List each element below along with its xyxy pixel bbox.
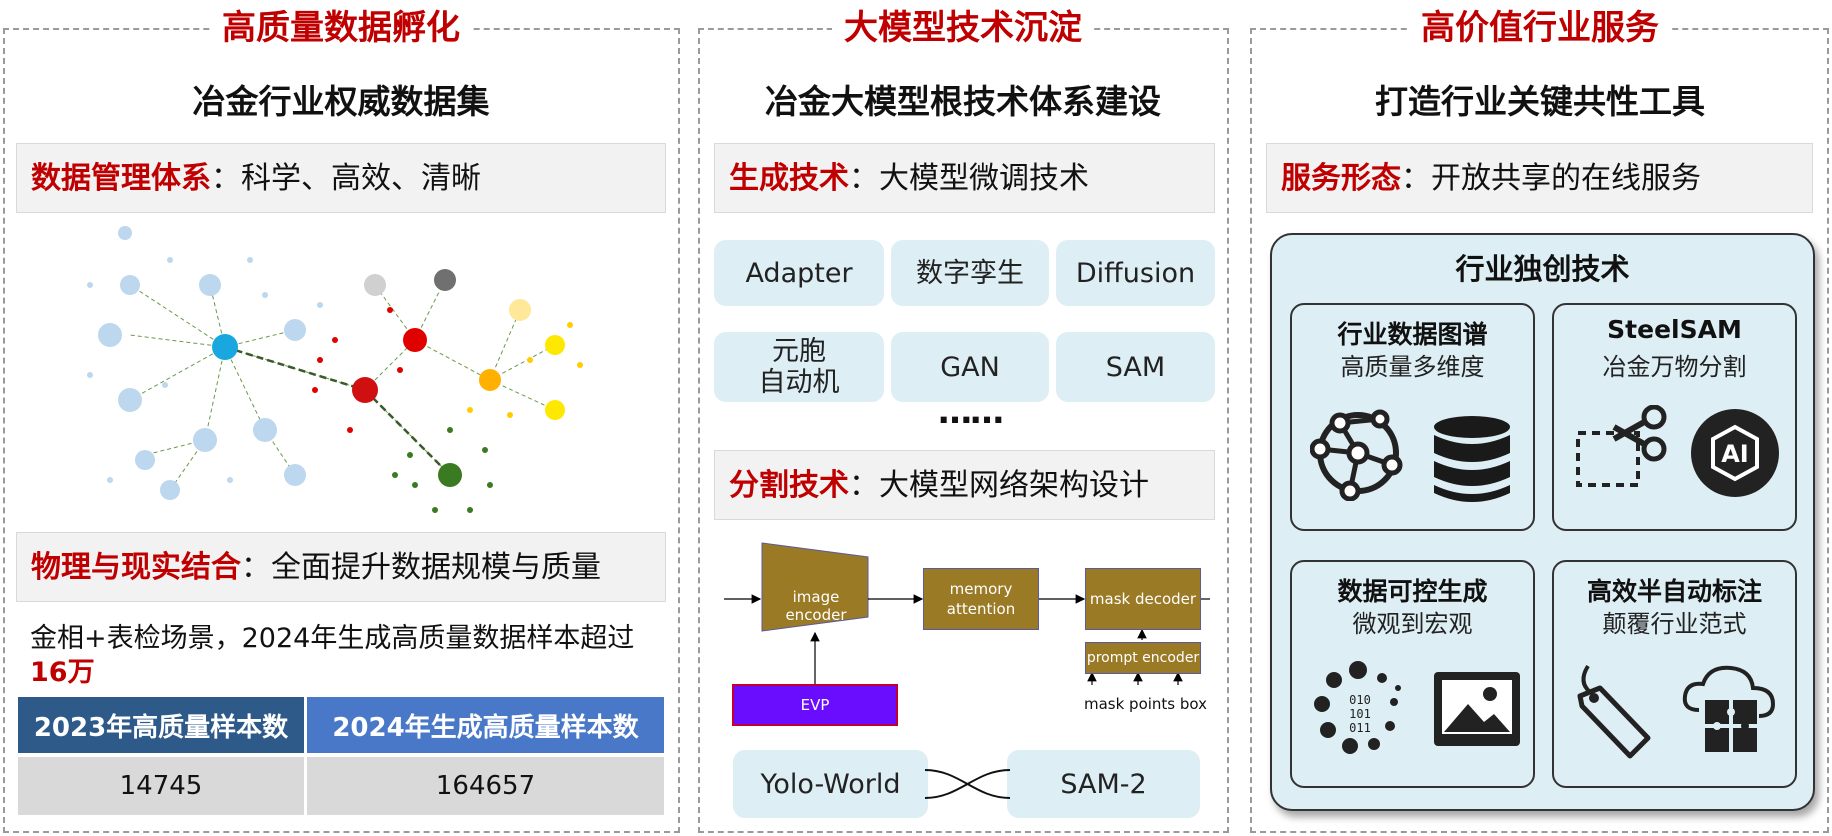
evp-box: EVP — [732, 684, 898, 726]
service-box-controlled-generation: 数据可控生成 微观到宏观 010 101 011 — [1290, 560, 1535, 788]
database-icon — [1434, 416, 1510, 502]
scissors-crop-icon — [1576, 405, 1667, 487]
table-value-2024: 164657 — [307, 757, 664, 815]
svg-text:011: 011 — [1349, 721, 1371, 735]
mask-decoder-box: mask decoder — [1085, 568, 1201, 630]
svg-text:101: 101 — [1349, 707, 1371, 721]
chip-cellular-automaton: 元胞 自动机 — [714, 332, 884, 402]
service-title: 高效半自动标注 — [1586, 577, 1762, 606]
svg-text:010: 010 — [1349, 693, 1371, 707]
band-text: ：科学、高效、清晰 — [211, 161, 481, 196]
chip-gan: GAN — [891, 332, 1049, 402]
chip-adapter: Adapter — [714, 240, 884, 306]
chip-sam-2: SAM-2 — [1007, 750, 1200, 818]
sample-note-text: 金相+表检场景，2024年生成高质量数据样本超过 — [30, 623, 635, 654]
tag-icon — [1577, 664, 1651, 759]
left-panel-header: 高质量数据孵化 — [210, 8, 472, 48]
middle-panel-subtitle: 冶金大模型根技术体系建设 — [765, 82, 1161, 121]
chip-digital-twin: 数字孪生 — [891, 240, 1049, 306]
left-band-physics-reality: 物理与现实结合：全面提升数据规模与质量 — [16, 532, 666, 602]
service-title: 行业数据图谱 — [1337, 320, 1488, 349]
chip-sam: SAM — [1056, 332, 1215, 402]
right-panel-header: 高价值行业服务 — [1409, 8, 1671, 48]
table-value-2023: 14745 — [18, 757, 304, 815]
service-subtitle: 微观到宏观 — [1352, 610, 1473, 638]
service-subtitle: 冶金万物分割 — [1602, 353, 1747, 381]
image-icon — [1434, 672, 1520, 746]
knowledge-graph-icon — [1310, 409, 1403, 501]
band-text: ：全面提升数据规模与质量 — [241, 550, 601, 585]
right-band-service-form: 服务形态：开放共享的在线服务 — [1266, 143, 1813, 213]
middle-band-generation: 生成技术：大模型微调技术 — [714, 143, 1215, 213]
image-encoder-shape — [761, 542, 869, 632]
service-title: SteelSAM — [1607, 315, 1742, 344]
binary-dots-icon: 010 101 011 — [1314, 661, 1401, 754]
right-panel-subtitle: 打造行业关键共性工具 — [1375, 82, 1705, 121]
chip-diffusion: Diffusion — [1056, 240, 1215, 306]
ellipsis: …… — [938, 392, 1004, 432]
svg-text:AI: AI — [1721, 440, 1749, 468]
sample-note: 金相+表检场景，2024年生成高质量数据样本超过 16万 — [30, 622, 670, 690]
band-text: ：大模型网络架构设计 — [849, 468, 1149, 503]
prompt-encoder-box: prompt encoder — [1085, 642, 1201, 674]
ai-chip-icon: AI — [1691, 409, 1779, 497]
memory-attention-box: memory attention — [923, 568, 1039, 630]
link-connector-icon — [925, 769, 1010, 799]
band-text: ：大模型微调技术 — [849, 161, 1089, 196]
prompt-inputs-label: mask points box — [1083, 695, 1208, 713]
image-encoder-label: image encoder — [785, 588, 847, 624]
cloud-puzzle-icon — [1682, 665, 1776, 752]
service-box-steelsam: SteelSAM 冶金万物分割 AI — [1552, 303, 1797, 531]
left-panel-subtitle: 冶金行业权威数据集 — [192, 82, 490, 121]
chip-yolo-world: Yolo-World — [733, 750, 928, 818]
band-key: 生成技术 — [729, 161, 849, 196]
sample-note-highlight: 16万 — [30, 657, 95, 688]
band-key: 数据管理体系 — [31, 161, 211, 196]
table-header-2024: 2024年生成高质量样本数 — [307, 697, 664, 753]
service-title: 数据可控生成 — [1337, 577, 1488, 606]
service-subtitle: 颠覆行业范式 — [1602, 610, 1747, 638]
middle-band-segmentation: 分割技术：大模型网络架构设计 — [714, 450, 1215, 520]
band-text: ：开放共享的在线服务 — [1401, 161, 1701, 196]
left-band-data-management: 数据管理体系：科学、高效、清晰 — [16, 143, 666, 213]
architecture-arrows — [724, 542, 1210, 685]
knowledge-graph-figure — [87, 226, 583, 513]
band-key: 物理与现实结合 — [31, 550, 241, 585]
industry-tech-title: 行业独创技术 — [1455, 252, 1630, 286]
service-box-data-graph: 行业数据图谱 高质量多维度 — [1290, 303, 1535, 531]
service-box-semi-auto-labeling: 高效半自动标注 颠覆行业范式 — [1552, 560, 1797, 788]
table-header-2023: 2023年高质量样本数 — [18, 697, 304, 753]
band-key: 分割技术 — [729, 468, 849, 503]
middle-panel-header: 大模型技术沉淀 — [832, 8, 1094, 48]
service-subtitle: 高质量多维度 — [1340, 353, 1485, 381]
band-key: 服务形态 — [1281, 161, 1401, 196]
